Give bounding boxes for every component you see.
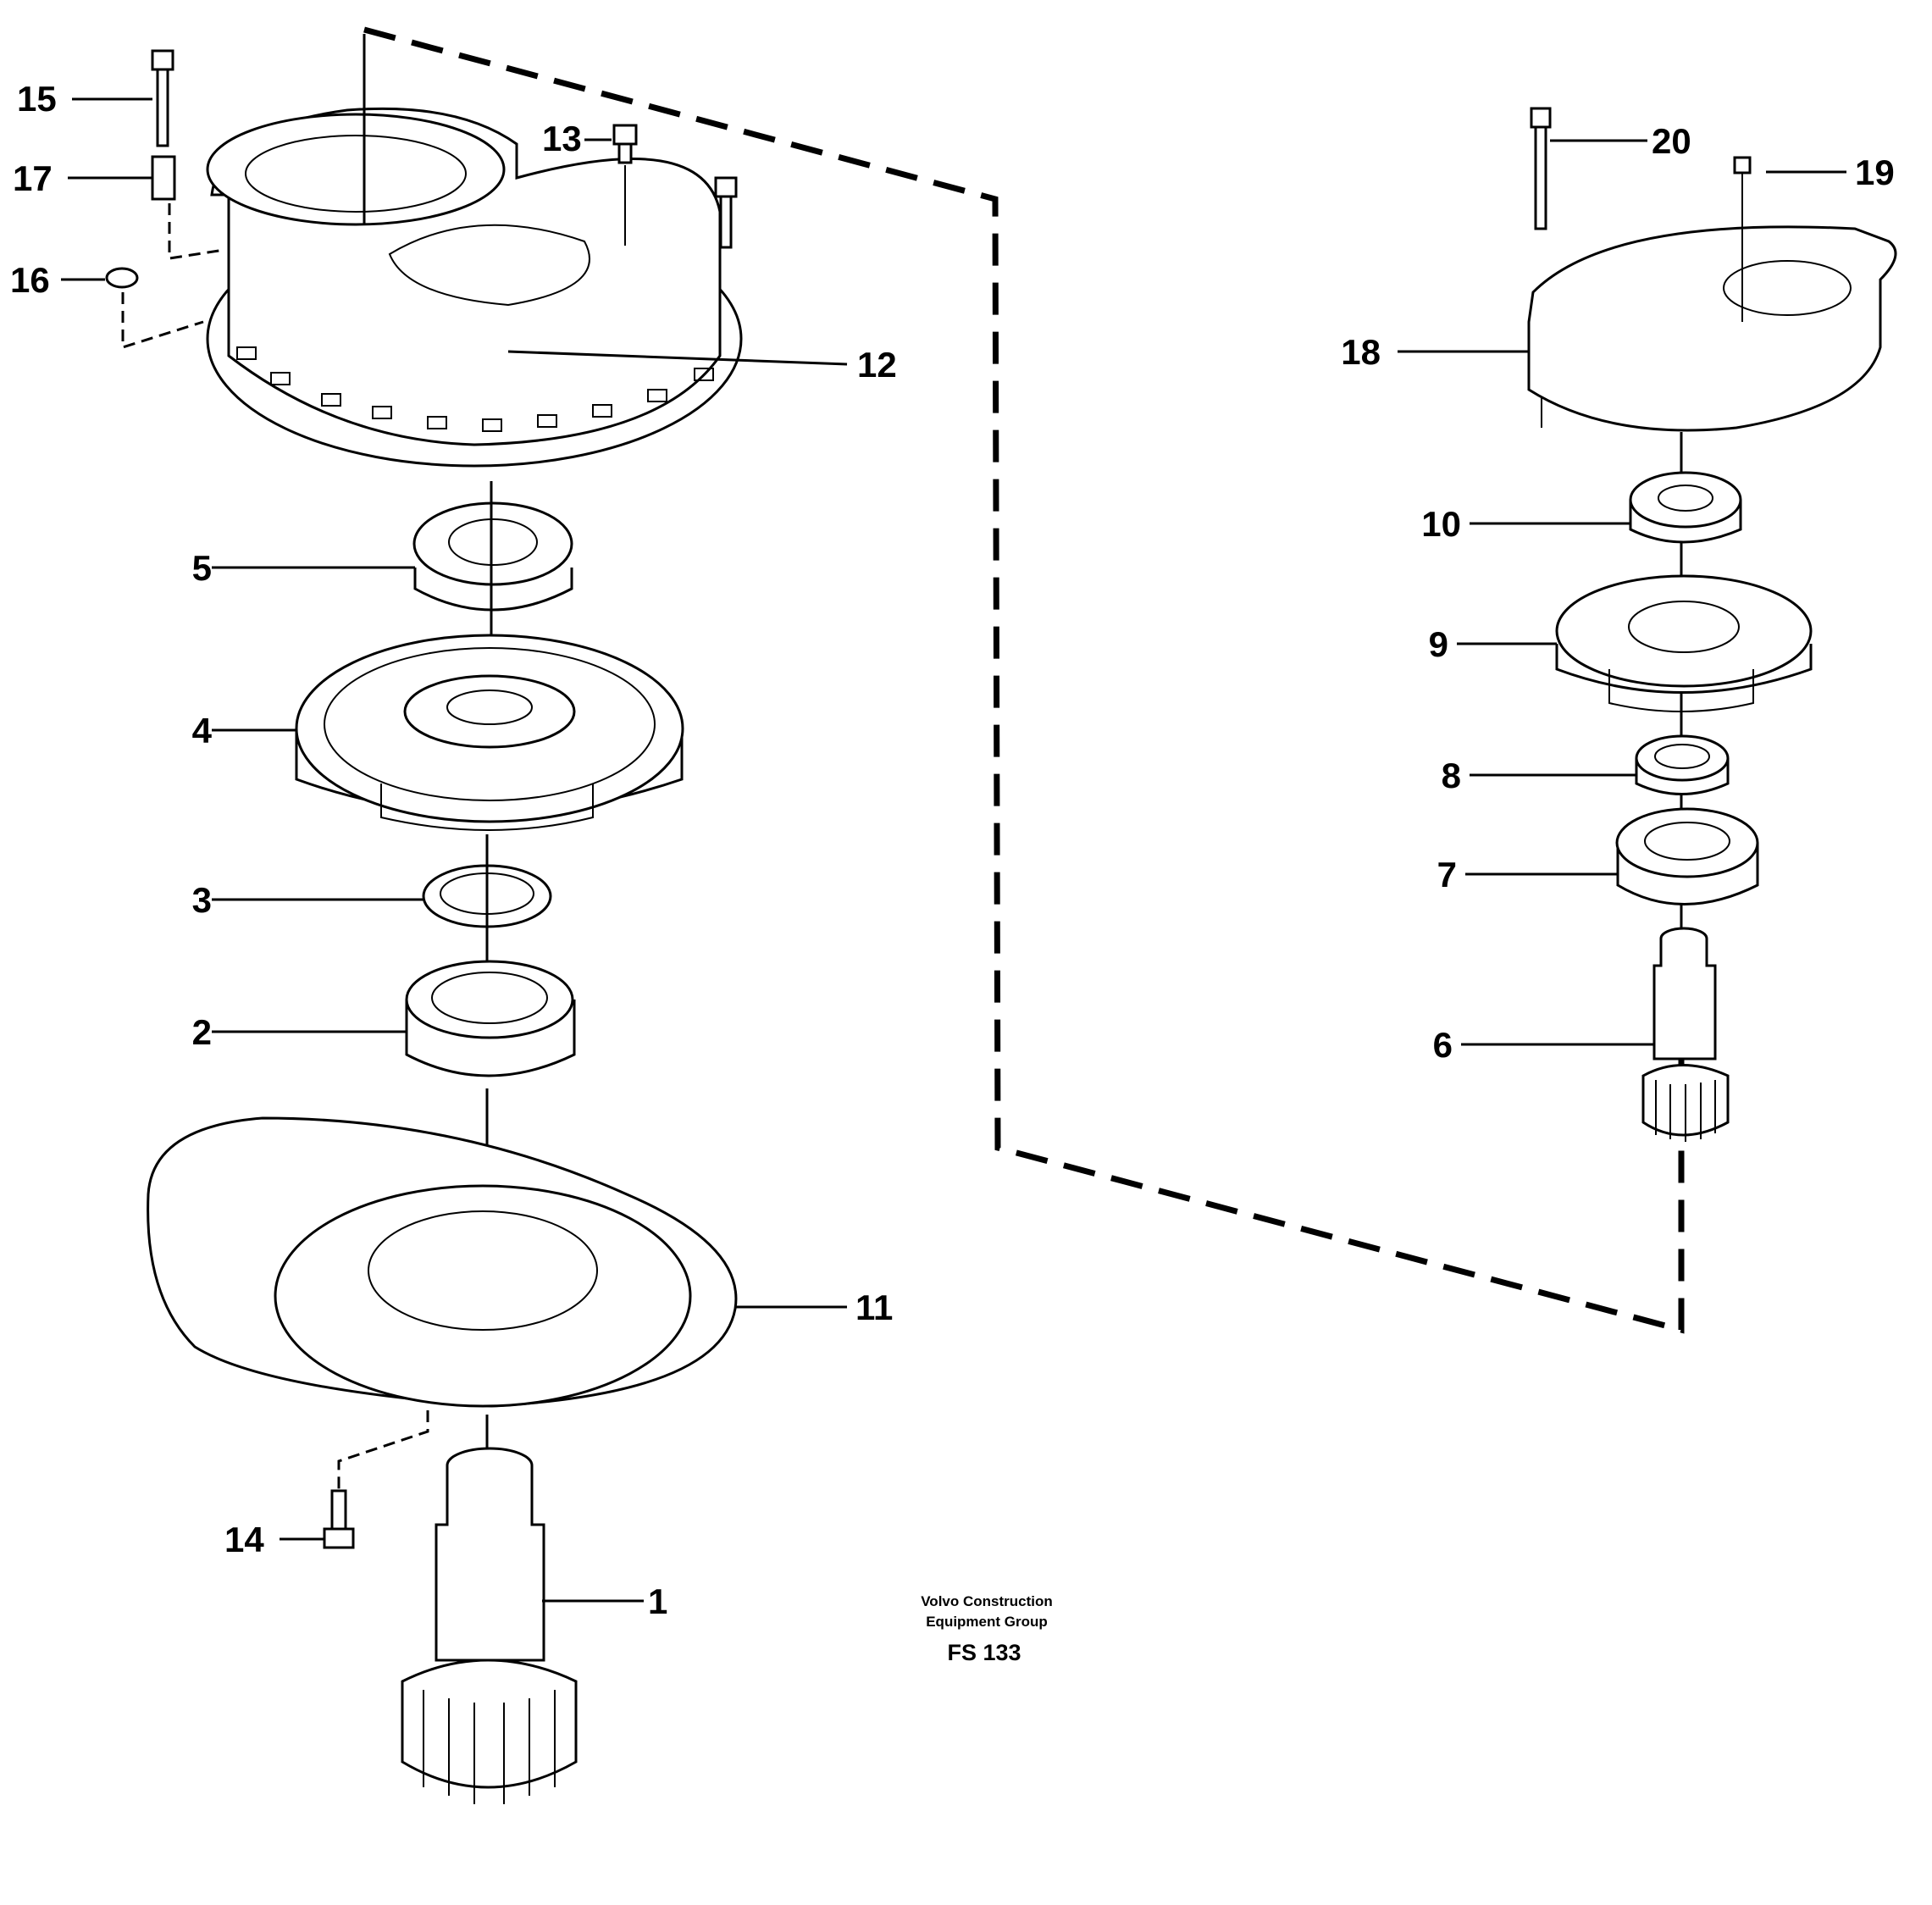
credit-line-1: Volvo Construction — [921, 1593, 1053, 1609]
part-18-cover — [1398, 225, 1897, 432]
figure-code: FS 133 — [947, 1640, 1021, 1665]
part-4-gear — [212, 634, 684, 831]
callout-1: 1 — [648, 1581, 667, 1621]
callout-20: 20 — [1652, 121, 1691, 161]
housing-bolt-small — [714, 176, 738, 249]
callout-19: 19 — [1855, 152, 1895, 192]
part-10-bearing — [1470, 471, 1742, 544]
callout-16: 16 — [10, 260, 50, 300]
callout-7: 7 — [1437, 855, 1457, 894]
callout-10: 10 — [1421, 504, 1461, 544]
part-6-pinion-shaft — [1461, 927, 1730, 1142]
part-8-spacer — [1470, 734, 1730, 795]
callout-labels: 15 17 16 13 12 5 4 3 2 11 14 1 20 19 18 … — [10, 79, 1895, 1621]
part-7-bearing — [1465, 807, 1759, 905]
part-13-plug — [584, 124, 638, 246]
part-17-spacer — [68, 155, 225, 260]
callout-8: 8 — [1442, 756, 1461, 795]
assembly-connector-dashed — [363, 26, 1685, 1334]
part-20-bolt — [1530, 107, 1647, 230]
callout-3: 3 — [192, 880, 212, 920]
part-14-bolt — [280, 1489, 355, 1549]
callout-6: 6 — [1433, 1025, 1453, 1065]
part-5-bearing — [212, 501, 573, 612]
part-12-housing — [206, 34, 848, 468]
credit-line-2: Equipment Group — [926, 1614, 1048, 1630]
part-19-plug — [1733, 156, 1846, 322]
callout-15: 15 — [17, 79, 57, 119]
part-1-pinion-shaft — [401, 1415, 644, 1804]
callout-13: 13 — [542, 119, 582, 158]
callout-9: 9 — [1429, 624, 1448, 664]
callout-17: 17 — [13, 158, 53, 198]
callout-4: 4 — [192, 711, 213, 750]
footer-credit: Volvo Construction Equipment Group FS 13… — [921, 1593, 1053, 1665]
callout-11: 11 — [855, 1288, 893, 1327]
callout-5: 5 — [192, 548, 212, 588]
callout-14: 14 — [224, 1520, 264, 1559]
part-15-bolt — [72, 49, 174, 147]
part-2-bearing — [212, 960, 576, 1077]
part-9-gear — [1457, 574, 1813, 712]
part-11-plate — [147, 1116, 847, 1508]
part-16-washer — [61, 267, 204, 350]
callout-2: 2 — [192, 1012, 212, 1052]
callout-18: 18 — [1341, 332, 1381, 372]
part-3-ring — [212, 864, 552, 928]
callout-12: 12 — [857, 345, 897, 385]
